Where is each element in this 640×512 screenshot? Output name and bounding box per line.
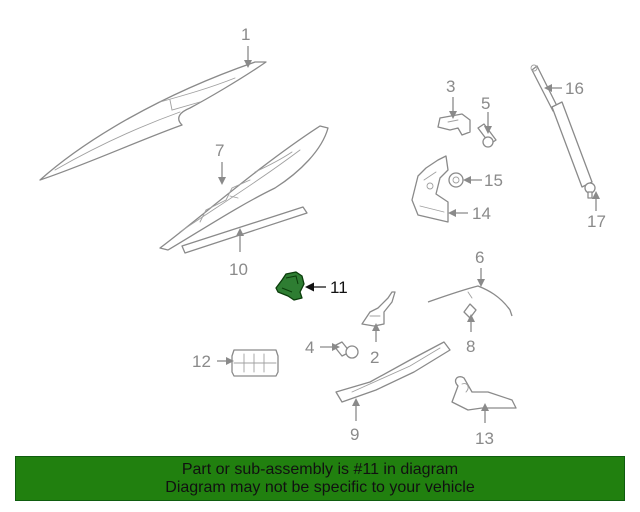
exploded-parts-diagram: 1 7 10 3 5 15 14 16 <box>39 25 606 448</box>
callout-2: 2 <box>370 323 380 367</box>
part-15-nut <box>448 172 464 188</box>
callout-9: 9 <box>350 398 360 444</box>
svg-text:16: 16 <box>565 79 584 98</box>
callout-7: 7 <box>215 141 226 185</box>
callout-14: 14 <box>448 204 491 223</box>
info-banner: Part or sub-assembly is #11 in diagram D… <box>15 456 625 501</box>
svg-text:3: 3 <box>446 77 455 96</box>
callout-17: 17 <box>587 191 606 231</box>
part-14-hood-hinge <box>411 155 449 223</box>
svg-text:9: 9 <box>350 425 359 444</box>
svg-text:2: 2 <box>370 348 379 367</box>
callout-5: 5 <box>481 94 492 134</box>
svg-text:4: 4 <box>305 338 314 357</box>
callout-8: 8 <box>466 314 475 356</box>
svg-text:15: 15 <box>484 171 503 190</box>
svg-text:11: 11 <box>330 278 348 297</box>
callout-3: 3 <box>446 77 457 119</box>
part-8-clip <box>463 303 477 319</box>
callout-13: 13 <box>475 403 494 448</box>
callout-12: 12 <box>192 352 234 371</box>
callout-4: 4 <box>305 338 340 357</box>
part-17-ball-stud <box>584 182 596 199</box>
svg-text:12: 12 <box>192 352 211 371</box>
svg-text:10: 10 <box>229 260 248 279</box>
svg-text:14: 14 <box>472 204 491 223</box>
part-11-hood-latch <box>275 271 305 301</box>
svg-text:1: 1 <box>241 25 250 44</box>
svg-text:5: 5 <box>481 94 490 113</box>
part-10-hood-seal <box>181 206 308 254</box>
callout-6: 6 <box>475 248 485 287</box>
part-12-bumper <box>231 349 279 377</box>
svg-text:7: 7 <box>215 141 224 160</box>
part-2-cable-bracket <box>361 291 396 327</box>
callout-11: 11 <box>305 278 348 297</box>
part-3-bracket <box>437 113 471 136</box>
part-7-hood-inner-panel <box>159 125 329 251</box>
callout-1: 1 <box>241 25 252 68</box>
part-1-hood-panel <box>39 61 267 181</box>
svg-text:13: 13 <box>475 429 494 448</box>
svg-text:17: 17 <box>587 212 606 231</box>
part-13-safety-catch <box>451 376 517 411</box>
callout-10: 10 <box>229 228 248 279</box>
svg-text:8: 8 <box>466 337 475 356</box>
callout-16: 16 <box>544 79 584 98</box>
part-5-bolt <box>477 123 497 148</box>
svg-text:6: 6 <box>475 248 484 267</box>
part-4-bolt <box>333 341 359 359</box>
callout-15: 15 <box>463 171 503 190</box>
banner-line-part-reference: Part or sub-assembly is #11 in diagram <box>181 460 459 478</box>
banner-line-disclaimer: Diagram may not be specific to your vehi… <box>165 478 475 496</box>
